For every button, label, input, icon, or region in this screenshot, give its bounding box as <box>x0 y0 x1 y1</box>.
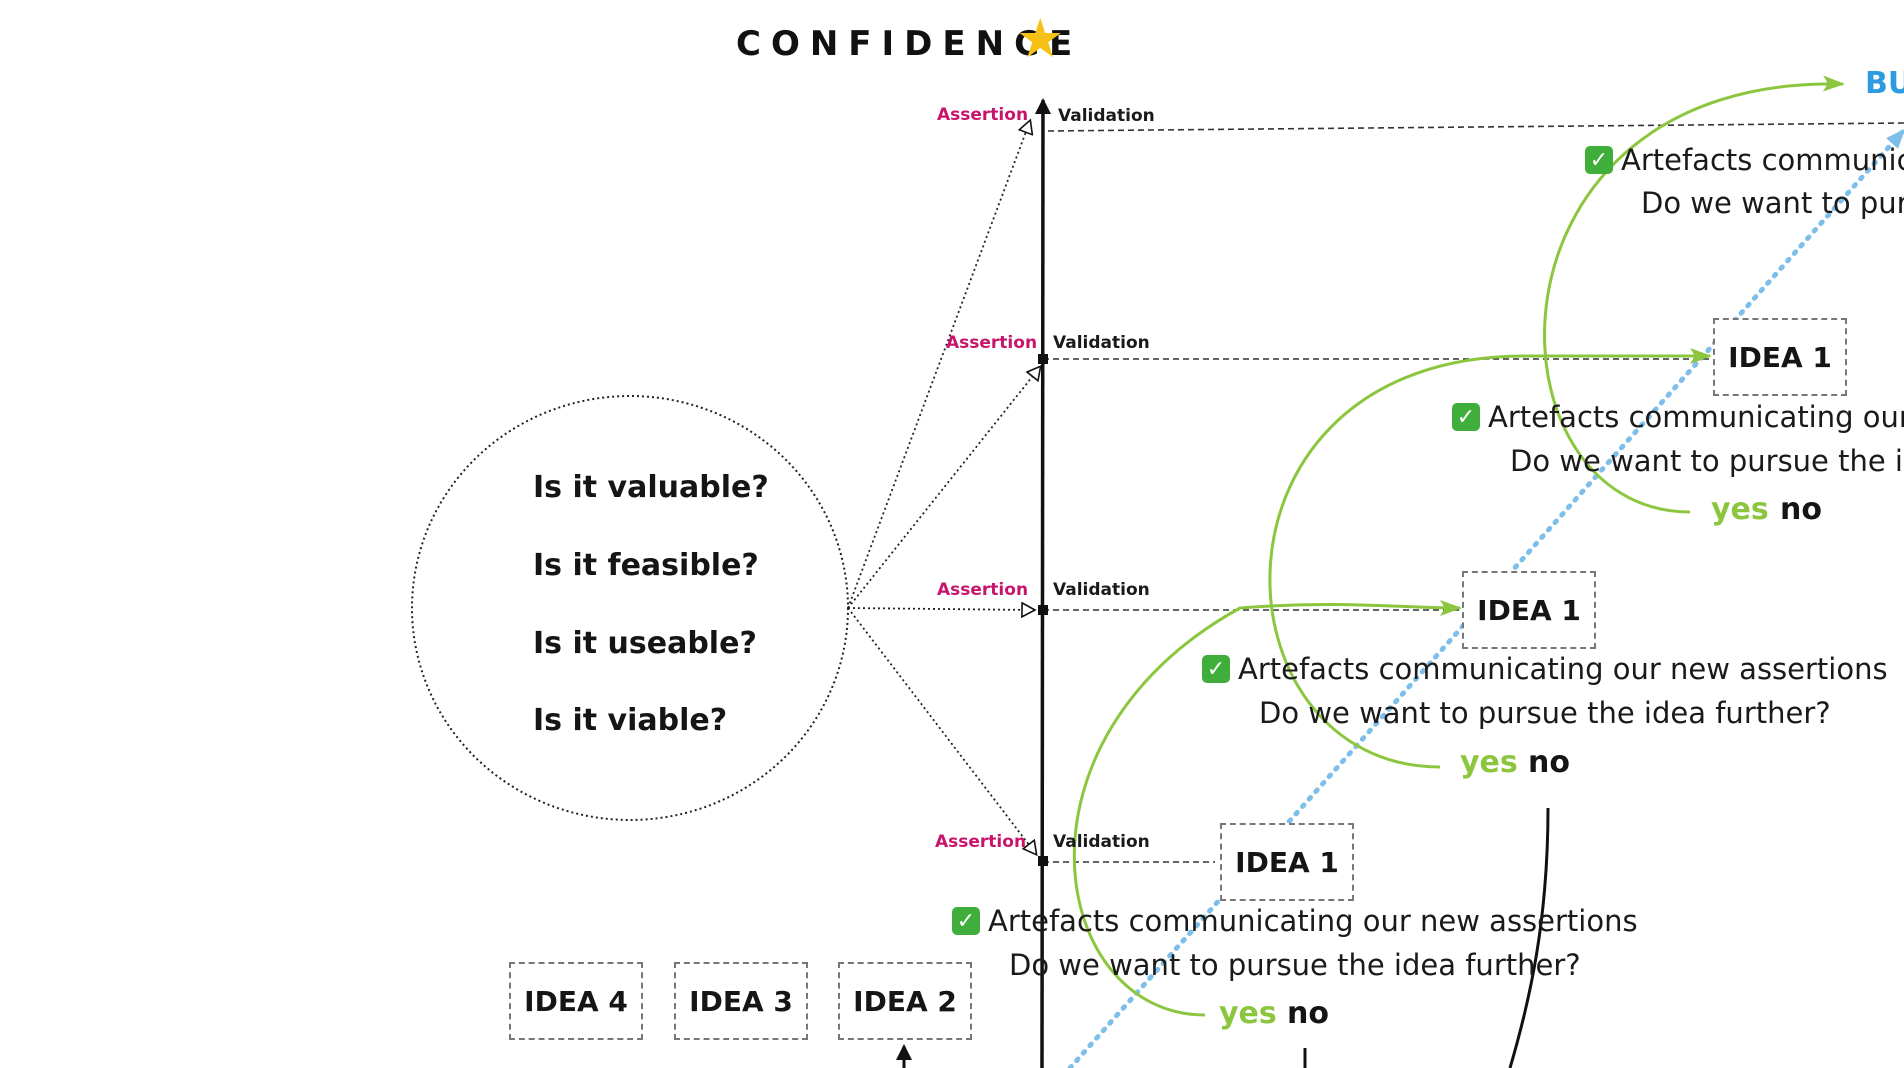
question-feasible: Is it feasible? <box>533 548 759 583</box>
top-label: BU <box>1865 66 1904 101</box>
stage-2-no: no <box>1528 745 1570 780</box>
question-valuable: Is it valuable? <box>533 470 769 505</box>
no-line-2 <box>1508 807 1550 1068</box>
stage-1-yes: yes <box>1219 996 1277 1031</box>
idea-3-box: IDEA 3 <box>674 962 808 1040</box>
flow-arrow-1 <box>1072 599 1462 1017</box>
validation-label-2: Validation <box>1053 580 1150 600</box>
stage-3-no: no <box>1780 492 1822 527</box>
flow-arrow-2 <box>1268 348 1712 769</box>
stage-1-question: Do we want to pursue the idea further? <box>1009 948 1581 982</box>
check-box-icon: ✓ <box>1202 655 1230 683</box>
assertion-label-1: Assertion <box>935 832 1027 852</box>
question-useable: Is it useable? <box>533 626 757 661</box>
assertion-ray-4 <box>847 121 1030 609</box>
stage-1-artefacts: ✓Artefacts communicating our new asserti… <box>952 904 1638 938</box>
confidence-axis <box>1034 98 1051 1068</box>
assertion-ray-3 <box>847 367 1040 609</box>
check-box-icon: ✓ <box>952 907 980 935</box>
validation-label-1: Validation <box>1053 832 1150 852</box>
page-title: CONFIDENCE <box>736 24 1083 64</box>
stage-3-yes: yes <box>1711 492 1769 527</box>
star-icon: ★ <box>1016 9 1065 69</box>
check-box-icon: ✓ <box>1585 146 1613 174</box>
questions-circle <box>411 395 849 821</box>
stage-3-artefacts: ✓Artefacts communicating our <box>1452 400 1904 434</box>
assertion-label-2: Assertion <box>937 580 1029 600</box>
idea-1-stage-2: IDEA 1 <box>1462 571 1596 649</box>
stage-4-artefacts: ✓Artefacts communica <box>1585 143 1904 177</box>
assertion-ray-1 <box>847 607 1036 854</box>
question-viable: Is it viable? <box>533 703 728 738</box>
flow-arrow-3 <box>1543 75 1845 514</box>
assertion-ray-2 <box>847 608 1034 610</box>
check-box-icon: ✓ <box>1452 403 1480 431</box>
stage-2-yes: yes <box>1460 745 1518 780</box>
idea-1-stage-1: IDEA 1 <box>1220 823 1354 901</box>
idea-4-box: IDEA 4 <box>509 962 643 1040</box>
idea-1-stage-3: IDEA 1 <box>1713 318 1847 396</box>
validation-label-3: Validation <box>1053 333 1150 353</box>
validation-line-4 <box>1047 122 1904 132</box>
validation-label-4: Validation <box>1058 106 1155 126</box>
stage-2-artefacts: ✓Artefacts communicating our new asserti… <box>1202 652 1888 686</box>
stage-4-question: Do we want to purs <box>1641 186 1904 220</box>
stage-1-no: no <box>1287 996 1329 1031</box>
idea-2-box: IDEA 2 <box>838 962 972 1040</box>
stage-3-question: Do we want to pursue the id <box>1510 444 1904 478</box>
stage-2-question: Do we want to pursue the idea further? <box>1259 696 1831 730</box>
assertion-label-4: Assertion <box>937 105 1029 125</box>
assertion-label-3: Assertion <box>946 333 1038 353</box>
